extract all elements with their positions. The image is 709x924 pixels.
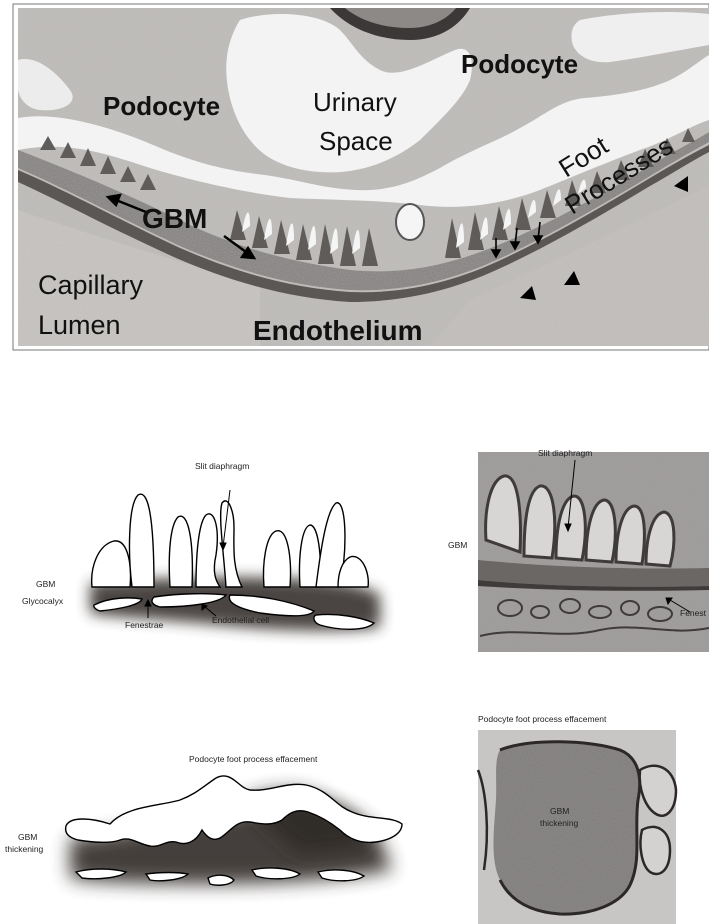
slit-diaphragm-micro-label: Slit diaphragm	[538, 448, 592, 458]
normal-micrograph-image	[440, 440, 709, 660]
fenestrae-label: Fenestrae	[125, 620, 163, 630]
urinary-space-label-line1: Urinary	[313, 87, 397, 117]
gbm-thickening-schematic-label-line2: thickening	[5, 844, 43, 854]
gbm-thickening-micro-label-line2: thickening	[540, 818, 578, 828]
podocyte-right-label: Podocyte	[461, 49, 578, 79]
normal-schematic-panel: Slit diaphragm GBM Glycocalyx Fenestrae …	[20, 455, 410, 655]
gbm-label-schematic: GBM	[36, 579, 55, 589]
podocyte-left-label: Podocyte	[103, 91, 220, 121]
urinary-space-label-line2: Space	[319, 126, 393, 156]
gbm-label: GBM	[142, 203, 207, 234]
disease-micrograph-image	[470, 710, 709, 924]
electron-micrograph-panel: Podocyte Podocyte Urinary Space Foot Pro…	[0, 0, 709, 354]
disease-schematic-drawing	[0, 750, 420, 910]
capillary-lumen-label-line2: Lumen	[38, 310, 121, 340]
normal-micrograph-panel: Slit diaphragm GBM Fenest	[440, 440, 709, 660]
glycocalyx-label: Glycocalyx	[22, 596, 63, 606]
disease-schematic-panel: Podocyte foot process effacement GBM thi…	[0, 750, 420, 910]
capillary-lumen-label-line1: Capillary	[38, 270, 144, 300]
electron-micrograph-image: Podocyte Podocyte Urinary Space Foot Pro…	[0, 0, 709, 354]
endothelial-cell-label: Endothelial cell	[212, 615, 269, 625]
gbm-micro-label: GBM	[448, 540, 467, 550]
gbm-thickening-schematic-label-line1: GBM	[18, 832, 37, 842]
fenestrae-micro-label: Fenest	[680, 608, 706, 618]
disease-micrograph-panel: Podocyte foot process effacement GBM thi…	[470, 710, 709, 924]
slit-diaphragm-label: Slit diaphragm	[195, 461, 249, 471]
endothelium-label: Endothelium	[253, 315, 423, 346]
normal-schematic-drawing	[20, 455, 410, 655]
gbm-thickening-micro-label-line1: GBM	[550, 806, 569, 816]
effacement-micro-label: Podocyte foot process effacement	[478, 714, 606, 724]
effacement-schematic-label: Podocyte foot process effacement	[189, 754, 317, 764]
